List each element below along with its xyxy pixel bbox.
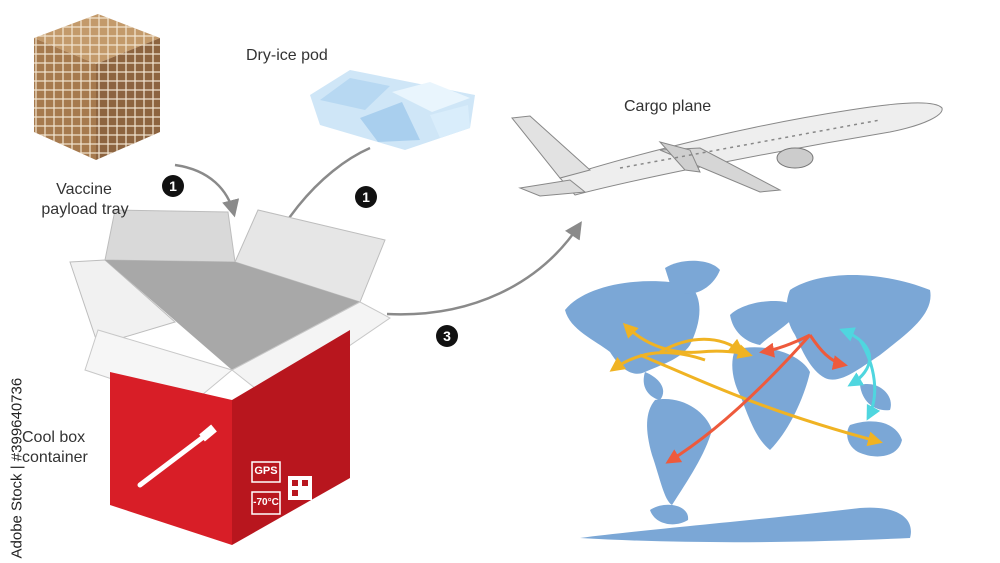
payload-tray-cube [34,14,160,160]
cool-box-container [69,209,391,545]
shipping-routes [609,322,883,464]
box-tag-gps: GPS [254,465,278,477]
label-cool-box: Cool box container [22,428,88,468]
label-cool-box-line2: container [22,449,88,466]
step-badge-shipping: 3 [436,325,458,347]
label-payload-tray: Vaccine payload tray [41,180,128,220]
box-tag-temperature: -70°C [253,497,279,508]
world-map [565,260,931,543]
cargo-plane [511,102,943,197]
stock-watermark: Adobe Stock | #399640736 [2,310,26,560]
dry-ice-pod [310,70,475,150]
label-payload-tray-line1: Vaccine [56,181,112,198]
label-dry-ice-pod: Dry-ice pod [246,47,328,64]
label-cool-box-line1: Cool box [22,429,86,446]
label-cargo-plane: Cargo plane [624,98,712,115]
step-badge-dry-ice: 1 [355,186,377,208]
label-payload-tray-line2: payload tray [41,201,129,218]
watermark-text: Adobe Stock | #399640736 [8,377,26,559]
step-badge-tray: 1 [162,175,184,197]
